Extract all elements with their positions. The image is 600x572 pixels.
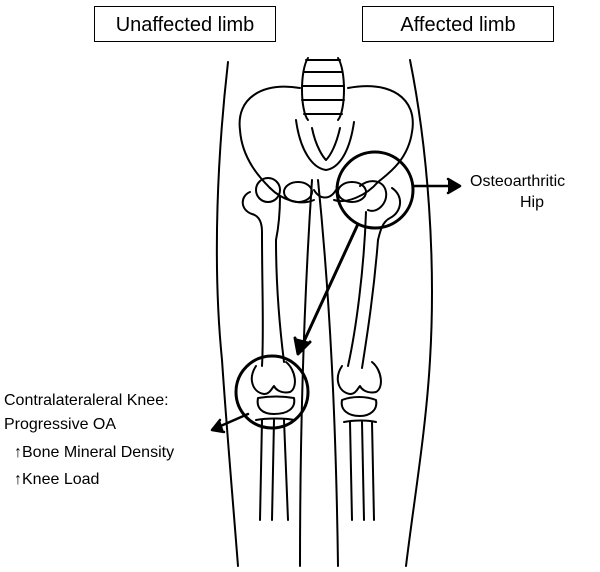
hip-to-label-arrow bbox=[411, 177, 462, 195]
lumbar-spine bbox=[301, 57, 345, 121]
knee-annotation-line2: Progressive OA bbox=[4, 416, 117, 433]
unaffected-limb-label: Unaffected limb bbox=[94, 6, 276, 42]
right-knee-bones bbox=[336, 361, 382, 521]
affected-limb-label: Affected limb bbox=[362, 6, 554, 42]
knee-to-label-arrow bbox=[210, 412, 250, 434]
bone-mineral-density-note: ↑Bone Mineral Density bbox=[14, 444, 175, 461]
body-outline bbox=[215, 59, 433, 567]
hip-to-knee-arrow bbox=[293, 222, 360, 356]
hip-annotation-line2: Hip bbox=[520, 194, 545, 211]
knee-highlight-circle bbox=[234, 354, 310, 430]
knee-load-note: ↑Knee Load bbox=[14, 471, 100, 488]
pelvis bbox=[238, 85, 414, 204]
left-femur bbox=[241, 177, 285, 367]
knee-annotation-line1: Contralateraleral Knee: bbox=[4, 392, 169, 409]
hip-annotation-line1: Osteoarthritic bbox=[470, 173, 566, 190]
left-knee-bones bbox=[250, 361, 296, 521]
right-femur bbox=[347, 180, 401, 369]
hip-highlight-circle bbox=[335, 150, 415, 230]
